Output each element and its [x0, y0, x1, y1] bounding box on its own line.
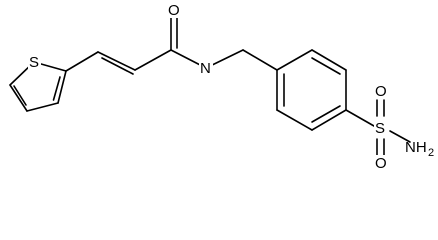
bond-s-n: [389, 130, 411, 143]
thiophene-ring: [9, 61, 67, 112]
bond-b2-b3: [311, 49, 347, 71]
sulfonamide-group: [345, 99, 411, 157]
bond-ch2-ring: [242, 49, 278, 71]
bond-vinyl-carbonyl: [134, 49, 172, 71]
atom-n-amide: N: [200, 60, 211, 77]
bond-b4-b5-inner: [311, 105, 341, 123]
atom-nh2-subscript: 2: [428, 147, 434, 159]
bond-b1-b2: [276, 49, 313, 71]
bond-c2-c3-inner: [52, 76, 61, 101]
bond-ring-s: [345, 109, 375, 127]
atom-s-sulfonyl: S: [375, 120, 385, 137]
bond-b2-b3-inner: [311, 57, 341, 75]
acrylamide-chain: [65, 10, 278, 75]
bond-b4-b5: [311, 109, 347, 131]
bond-c3-c4: [26, 102, 59, 112]
bond-vinyl-double-inner: [101, 57, 134, 75]
atom-s-thiophene: S: [29, 54, 39, 71]
atom-labels: S O N S O O NH 2: [28, 2, 434, 172]
benzene-ring: [276, 49, 347, 131]
bond-vinyl-double: [97, 51, 136, 71]
bond-b5-b6: [276, 109, 313, 131]
atom-o-sulfonyl-bottom: O: [375, 155, 387, 172]
bond-c4-c5-inner: [13, 85, 27, 106]
molecule-structure-diagram: S O N S O O NH 2: [9, 2, 434, 172]
bond-c2-c3: [57, 70, 67, 104]
atom-o-sulfonyl-top: O: [375, 83, 387, 100]
bond-ring-vinyl: [65, 51, 99, 72]
atom-o-amide: O: [168, 2, 180, 19]
atom-nh2-amine: NH: [405, 139, 427, 156]
bond-c4-c5: [9, 84, 28, 112]
